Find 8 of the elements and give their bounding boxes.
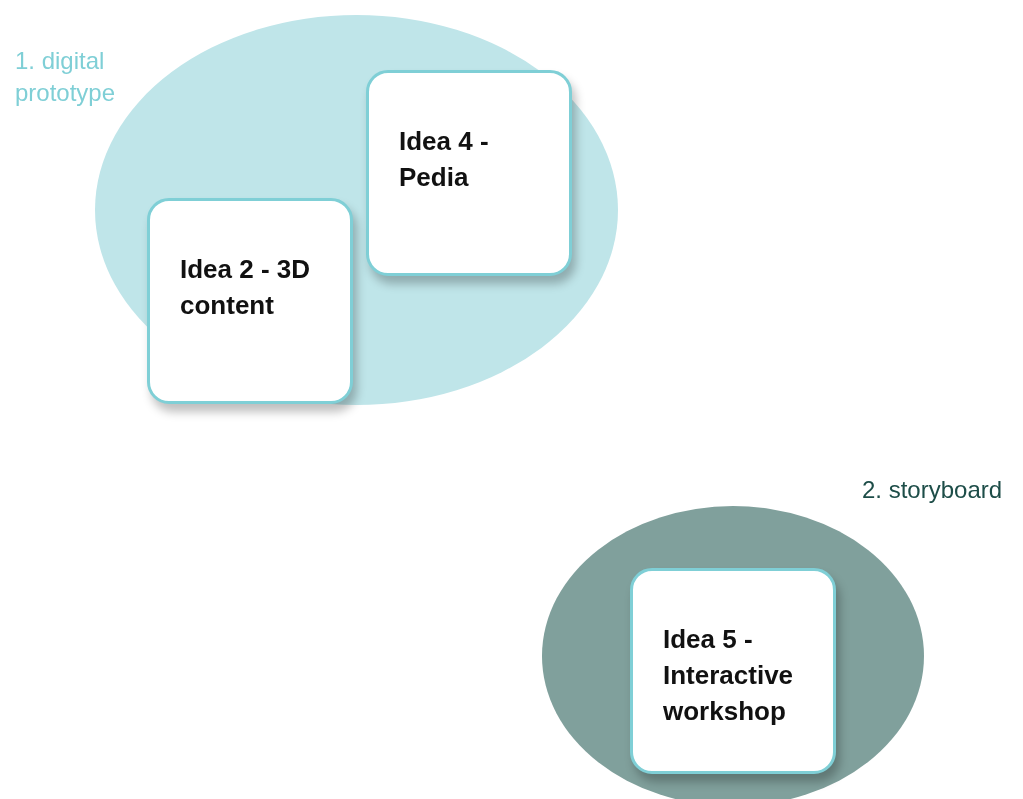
idea-card	[630, 568, 836, 774]
group-label: 1. digital prototype	[15, 46, 117, 108]
card-title: Idea 5 - Interactive workshop	[663, 623, 795, 728]
idea-card	[366, 70, 572, 276]
card-title: Idea 2 - 3D content	[180, 253, 312, 322]
group-label: 2. storyboard	[862, 475, 1004, 505]
idea-card	[147, 198, 353, 404]
card-title: Idea 4 - Pedia	[399, 125, 490, 194]
